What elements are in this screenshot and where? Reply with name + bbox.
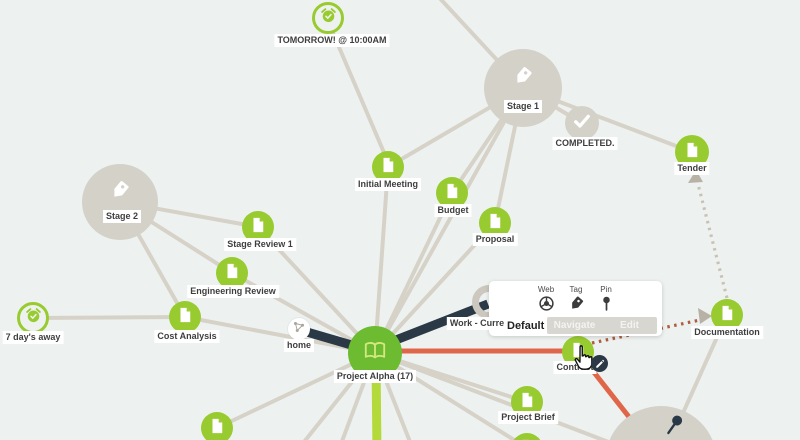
node-label-project-brief: Project Brief xyxy=(498,411,558,424)
node-home[interactable] xyxy=(288,318,310,340)
edge-initial-center xyxy=(373,166,390,354)
alarm-clock-icon xyxy=(24,306,43,330)
pin-icon xyxy=(598,295,615,317)
edit-pencil-badge-icon xyxy=(591,355,608,372)
document-icon xyxy=(176,306,194,329)
node-engineering-review[interactable] xyxy=(216,257,248,289)
context-popup: Web Tag Pin Default Navigate Edit xyxy=(489,281,662,336)
mode-edit-button[interactable]: Edit xyxy=(620,320,639,331)
edge-7days-cost xyxy=(32,315,186,320)
node-label-cost-analysis: Cost Analysis xyxy=(154,330,220,343)
edge-stage1-center xyxy=(373,87,525,354)
tag-icon xyxy=(512,65,534,92)
network-hub-icon xyxy=(292,320,306,339)
alarm-clock-icon xyxy=(319,6,338,30)
web-tool-label: Web xyxy=(537,285,555,294)
node-label-stage2: Stage 2 xyxy=(102,210,142,223)
node-label-proposal: Proposal xyxy=(472,233,518,246)
node-label-work-current: Work - Curre xyxy=(446,317,508,330)
document-icon xyxy=(718,304,736,327)
edge-center-docbl xyxy=(216,351,376,430)
node-label-tender: Tender xyxy=(674,162,710,175)
document-icon xyxy=(486,212,504,235)
document-icon xyxy=(208,417,226,440)
tag-tool-button[interactable]: Tag xyxy=(563,285,589,317)
node-label-home: home xyxy=(283,339,315,352)
node-tomorrow-event[interactable] xyxy=(312,2,344,34)
hand-pointer-cursor-icon xyxy=(570,344,598,379)
arrowhead-to-documentation xyxy=(698,308,712,324)
tag-icon xyxy=(568,295,585,317)
node-completed[interactable] xyxy=(565,106,599,140)
chrome-web-icon xyxy=(538,295,555,317)
document-icon xyxy=(518,391,536,414)
node-label-budget: Budget xyxy=(434,204,472,217)
pin-tool-label: Pin xyxy=(600,285,612,294)
node-label-stage1: Stage 1 xyxy=(503,100,543,113)
node-documentation[interactable] xyxy=(711,299,743,331)
document-icon xyxy=(683,141,701,164)
mode-band: Navigate Edit xyxy=(547,317,657,334)
document-icon xyxy=(379,156,397,179)
pin-tool-button[interactable]: Pin xyxy=(593,285,619,317)
node-stage2[interactable] xyxy=(82,164,158,240)
popup-tools: Web Tag Pin xyxy=(533,285,619,317)
node-cost-analysis[interactable] xyxy=(169,301,201,333)
node-budget[interactable] xyxy=(436,177,468,209)
mode-navigate-button[interactable]: Navigate xyxy=(553,320,596,331)
node-7days-event[interactable] xyxy=(17,302,49,334)
pin-icon xyxy=(661,412,687,440)
node-label-7days: 7 day's away xyxy=(2,331,64,344)
node-initial-meeting[interactable] xyxy=(372,151,404,183)
node-label-initial-meeting: Initial Meeting xyxy=(354,178,422,191)
edge-center-docbm xyxy=(373,351,518,440)
edge-tomorrow-initial xyxy=(328,25,390,163)
node-stage-review-1[interactable] xyxy=(242,211,274,243)
mode-default-button[interactable]: Default xyxy=(507,320,545,332)
node-label-documentation: Documentation xyxy=(691,326,763,339)
open-book-icon xyxy=(362,338,388,369)
node-label-tomorrow: TOMORROW! @ 10:00AM xyxy=(274,34,390,47)
edge-documentation-tender-dashed xyxy=(696,183,729,299)
node-label-engineering-review: Engineering Review xyxy=(187,285,279,298)
document-icon xyxy=(443,182,461,205)
node-label-project-alpha: Project Alpha (17) xyxy=(333,370,417,383)
web-tool-button[interactable]: Web xyxy=(533,285,559,317)
check-icon xyxy=(572,111,592,136)
document-icon xyxy=(249,216,267,239)
document-icon xyxy=(223,262,241,285)
tag-tool-label: Tag xyxy=(569,285,583,294)
node-document-bottom-left[interactable] xyxy=(201,412,233,440)
node-stage1[interactable] xyxy=(484,49,562,127)
tag-icon xyxy=(109,179,131,206)
node-label-stage-review-1: Stage Review 1 xyxy=(224,238,296,251)
edge-contract-documentation-dashed xyxy=(591,318,701,345)
node-label-completed: COMPLETED. xyxy=(552,137,618,150)
arrowhead-to-tender xyxy=(688,170,703,183)
